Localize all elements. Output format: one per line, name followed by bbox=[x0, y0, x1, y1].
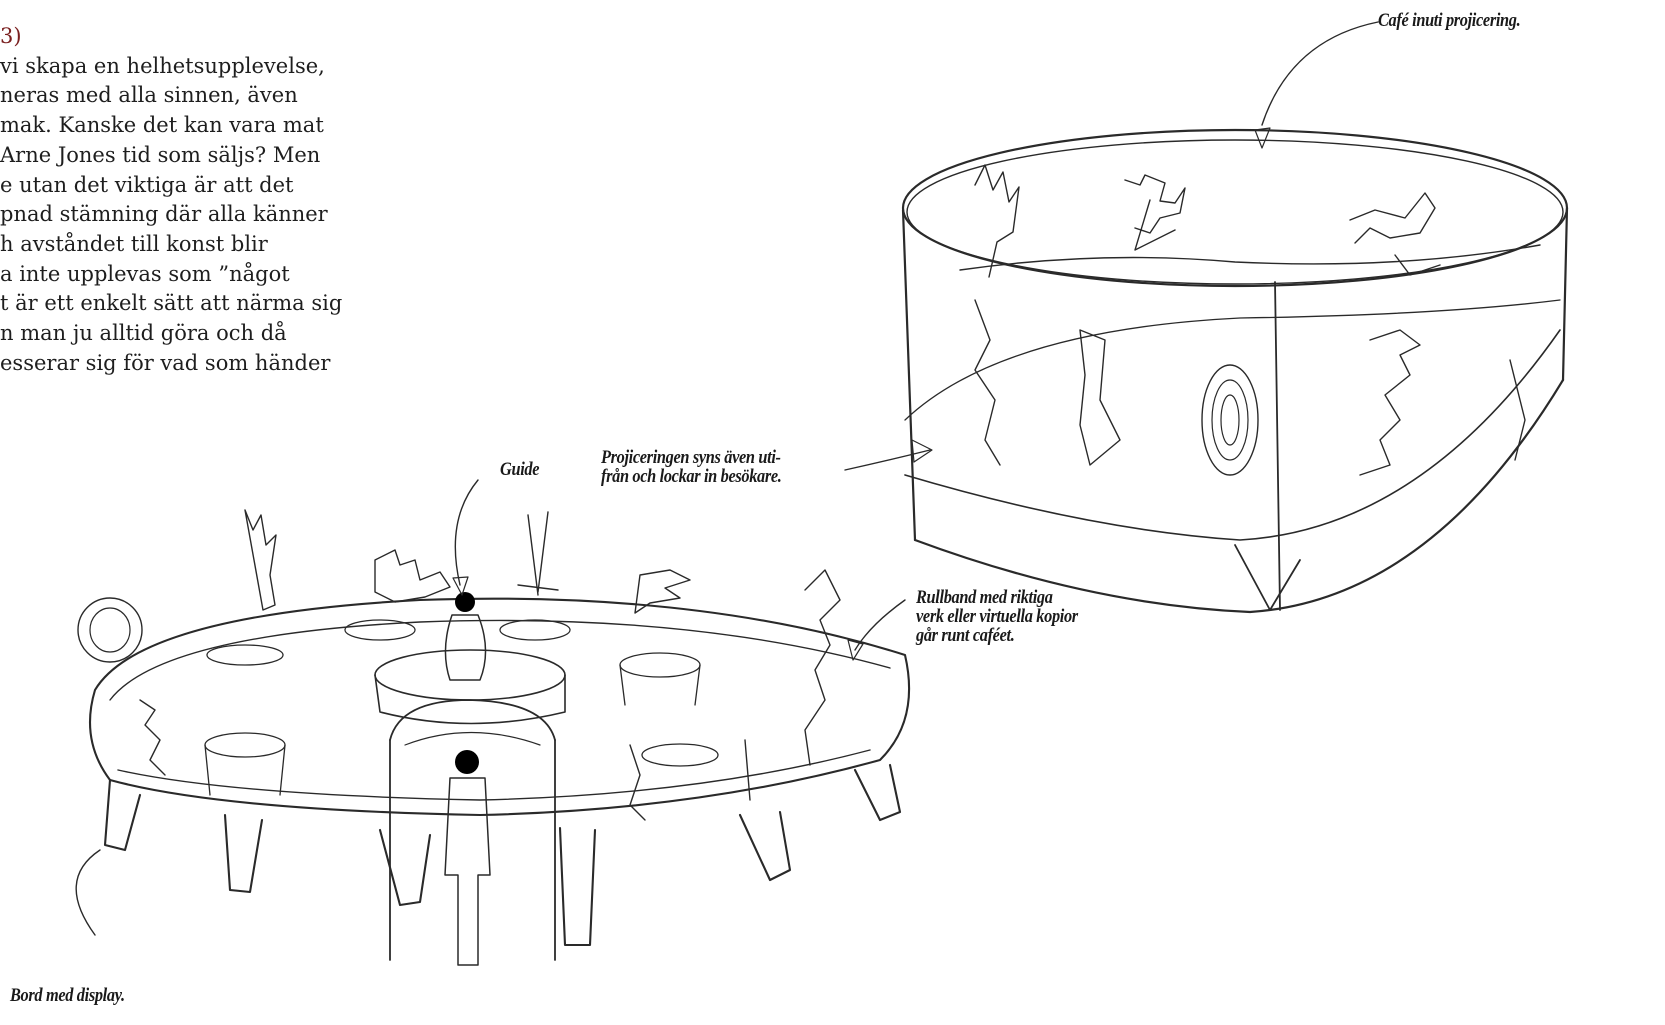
caption-conveyor-belt: Rullband med riktiga verk eller virtuell… bbox=[916, 588, 1078, 645]
caption-table-with-display: Bord med display. bbox=[10, 986, 125, 1005]
caption-cafe-inside-projection: Café inuti projicering. bbox=[1378, 11, 1520, 30]
caption-guide: Guide bbox=[500, 460, 539, 479]
round-table-drawing bbox=[76, 480, 909, 965]
caption-projection-visible-outside: Projiceringen syns även uti- från och lo… bbox=[601, 448, 782, 486]
projection-cylinder-drawing bbox=[845, 22, 1567, 612]
